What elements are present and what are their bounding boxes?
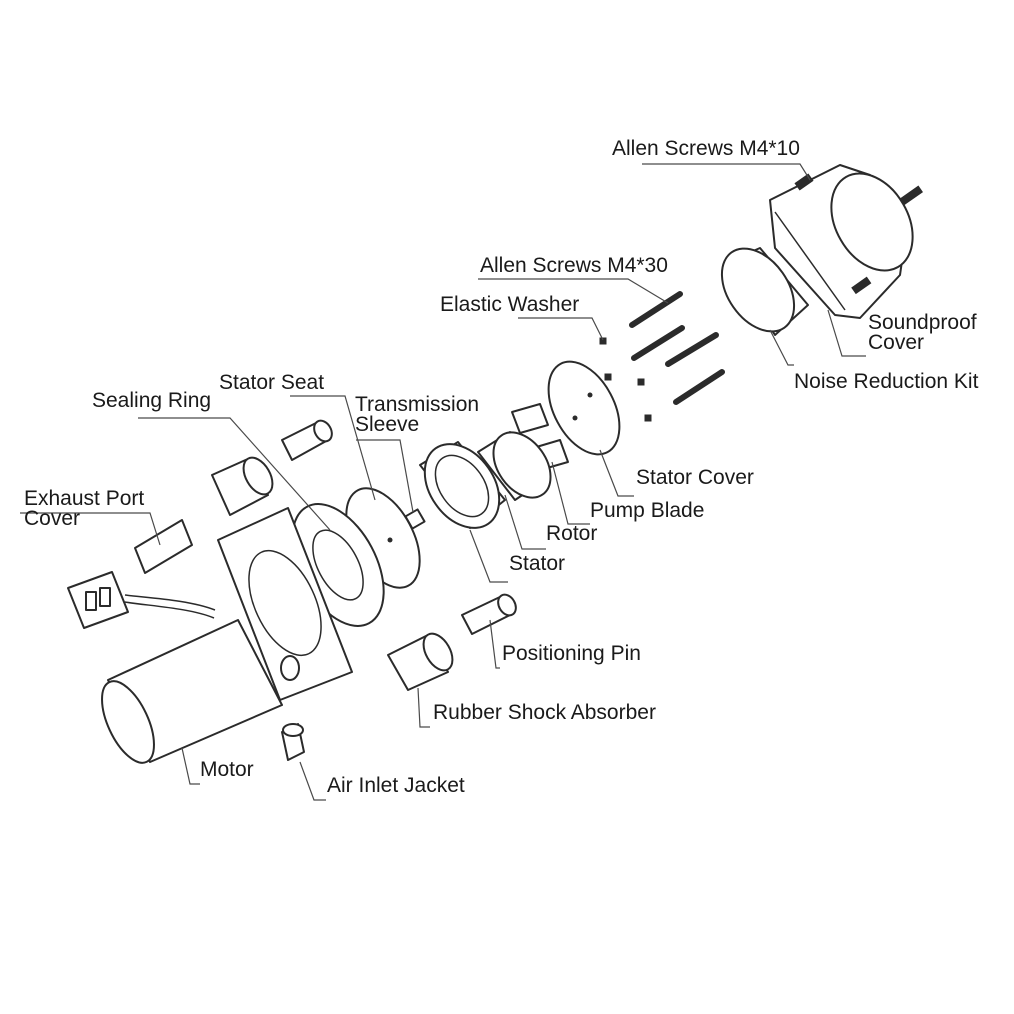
motor-drawing: [67, 507, 353, 764]
label-exhaust-line2: Cover: [24, 507, 80, 530]
stator-drawing: [419, 441, 506, 529]
stator-cover-drawing: [547, 360, 621, 456]
noise-reduction-kit-drawing: [720, 247, 809, 336]
label-transmission-line1: Transmission: [355, 393, 479, 416]
label-soundproof-line1: Soundproof: [868, 311, 977, 334]
elastic-washer-drawing: [599, 337, 652, 422]
leader-lines: [20, 163, 866, 801]
soundproof-cover-drawing: [769, 164, 914, 319]
label-rotor: Rotor: [546, 522, 597, 545]
label-sealing-ring: Sealing Ring: [92, 389, 211, 412]
label-stator: Stator: [509, 552, 565, 575]
air-inlet-jacket-drawing: [281, 723, 305, 761]
rubber-shock-absorber-drawing: [211, 456, 454, 691]
label-motor: Motor: [200, 758, 254, 781]
label-noise-reduction-kit: Noise Reduction Kit: [794, 370, 979, 393]
labels: Allen Screws M4*10 Allen Screws M4*30 El…: [24, 137, 979, 797]
exhaust-port-cover-drawing: [134, 519, 193, 574]
positioning-pin-drawing: [281, 419, 517, 635]
label-positioning-pin: Positioning Pin: [502, 642, 641, 665]
label-pump-blade: Pump Blade: [590, 499, 704, 522]
label-exhaust-line1: Exhaust Port: [24, 487, 144, 510]
label-stator-seat: Stator Seat: [219, 371, 324, 394]
rotor-drawing: [477, 431, 552, 501]
label-air-inlet-jacket: Air Inlet Jacket: [327, 774, 465, 797]
label-transmission-line2: Sleeve: [355, 413, 419, 436]
label-soundproof-line2: Cover: [868, 331, 924, 354]
label-stator-cover: Stator Cover: [636, 466, 754, 489]
label-allen-screws-m4-10: Allen Screws M4*10: [612, 137, 800, 160]
allen-screws-m4-30-drawing: [629, 291, 725, 405]
label-rubber-shock-absorber: Rubber Shock Absorber: [433, 701, 656, 724]
allen-screws-m4-10-drawing: [794, 173, 924, 295]
label-elastic-washer: Elastic Washer: [440, 293, 579, 316]
label-allen-screws-m4-30: Allen Screws M4*30: [480, 254, 668, 277]
